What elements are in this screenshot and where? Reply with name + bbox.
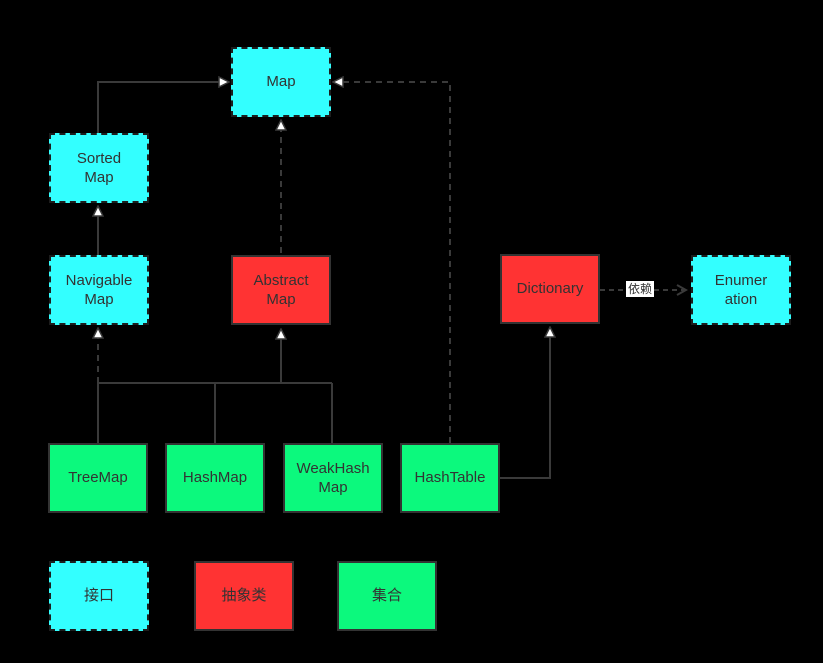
node-abstract-map: Abstract Map <box>231 255 331 325</box>
node-abstract-map-label: Abstract Map <box>253 271 309 309</box>
node-sorted-map-label: Sorted Map <box>76 149 122 187</box>
node-hash-map: HashMap <box>165 443 265 513</box>
edge-hashtable-to-map <box>333 82 451 443</box>
node-sorted-map: Sorted Map <box>49 133 149 203</box>
legend-collection: 集合 <box>337 561 437 631</box>
legend-abstract-class: 抽象类 <box>194 561 294 631</box>
node-map: Map <box>231 47 331 117</box>
node-hash-map-label: HashMap <box>182 469 248 487</box>
node-tree-map-label: TreeMap <box>68 469 128 487</box>
node-map-label: Map <box>266 73 296 91</box>
node-enumeration: Enumer ation <box>691 255 791 325</box>
dependency-edge-label: 依赖 <box>626 281 655 297</box>
legend-collection-label: 集合 <box>371 587 402 605</box>
node-enumeration-label: Enumer ation <box>714 271 768 309</box>
legend-interface: 接口 <box>49 561 149 631</box>
legend-interface-label: 接口 <box>83 587 114 605</box>
node-dictionary-label: Dictionary <box>516 280 584 298</box>
node-navigable-map: Navigable Map <box>49 255 149 325</box>
node-hash-table-label: HashTable <box>414 469 486 487</box>
legend-abstract-class-label: 抽象类 <box>221 587 267 605</box>
edge-sortedmap-to-map <box>97 82 229 133</box>
node-navigable-map-label: Navigable Map <box>65 271 133 309</box>
node-hash-table: HashTable <box>400 443 500 513</box>
node-weak-hash-map: WeakHash Map <box>283 443 383 513</box>
node-weak-hash-map-label: WeakHash Map <box>296 459 370 497</box>
node-tree-map: TreeMap <box>48 443 148 513</box>
node-dictionary: Dictionary <box>500 254 600 324</box>
edge-hashtable-to-dictionary <box>500 327 550 479</box>
